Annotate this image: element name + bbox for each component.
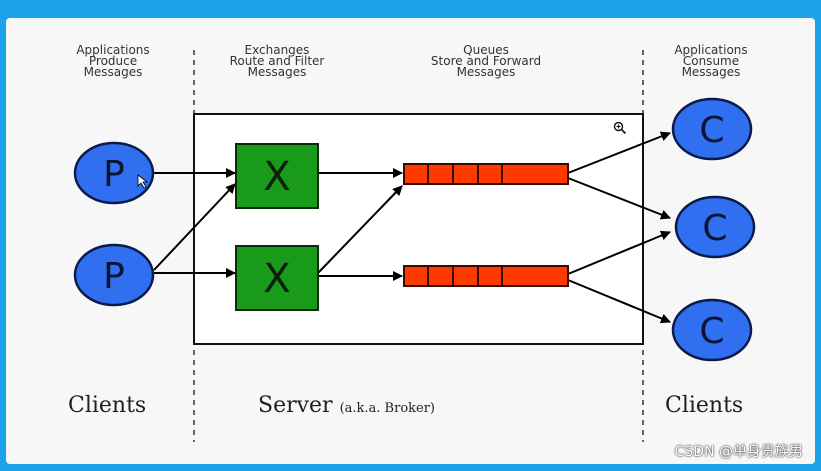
queues-header-line-1: Queues: [463, 43, 509, 57]
zoom-in-icon[interactable]: [613, 121, 627, 135]
mouse-cursor-icon: [137, 174, 149, 189]
consumer-node-3: C: [671, 298, 753, 362]
clients-right-label: Clients: [665, 393, 744, 418]
producer-node-2: P: [73, 243, 155, 307]
exchange-node-2: X: [235, 245, 319, 311]
exchanges-header: Exchanges Route and Filter Messages: [212, 43, 342, 79]
watermark: CSDN @单身贵族男: [674, 444, 803, 460]
consumer-label: C: [699, 311, 724, 352]
server-note: (a.k.a. Broker): [339, 401, 436, 416]
exchanges-header-line-2: Route and Filter: [229, 54, 325, 68]
server-label: Server (a.k.a. Broker): [258, 393, 435, 418]
broker-diagram: P P X X: [73, 50, 756, 442]
consumers-header: Applications Consume Messages: [656, 43, 766, 79]
producers-header-line-2: Produce: [88, 54, 138, 68]
queues-header-line-3: Messages: [456, 65, 516, 79]
arrow-q1-c1: [567, 131, 671, 174]
queue-2: [403, 265, 569, 287]
producers-header-line-3: Messages: [83, 65, 143, 79]
consumers-header-line-1: Applications: [674, 43, 748, 57]
queues-header: Queues Store and Forward Messages: [406, 43, 566, 79]
queue-1: [403, 163, 569, 185]
consumer-node-1: C: [671, 97, 753, 161]
clients-left-label: Clients: [68, 393, 147, 418]
consumer-label: C: [702, 208, 727, 249]
diagram-frame: Applications Produce Messages Exchanges …: [6, 18, 815, 464]
queues-header-line-2: Store and Forward: [430, 54, 542, 68]
exchange-node-1: X: [235, 143, 319, 209]
consumer-node-2: C: [674, 195, 756, 259]
arrow-p2-x1: [153, 183, 236, 271]
consumers-header-line-3: Messages: [681, 65, 741, 79]
server-label-text: Server: [258, 393, 333, 418]
arrow-q2-c3: [567, 279, 671, 324]
consumers-header-line-2: Consume: [682, 54, 740, 68]
arrow-q2-c2: [567, 230, 671, 275]
exchange-label: X: [263, 256, 290, 302]
producer-label: P: [103, 154, 125, 195]
exchange-label: X: [263, 154, 290, 200]
exchanges-header-line-1: Exchanges: [244, 43, 310, 57]
exchanges-header-line-3: Messages: [247, 65, 307, 79]
producers-header-line-1: Applications: [76, 43, 150, 57]
producer-node-1: P: [73, 141, 155, 205]
producers-header: Applications Produce Messages: [58, 43, 168, 79]
producer-label: P: [103, 256, 125, 297]
consumer-label: C: [699, 110, 724, 151]
arrow-x2-q1: [317, 185, 403, 274]
arrow-q1-c2: [567, 177, 671, 220]
